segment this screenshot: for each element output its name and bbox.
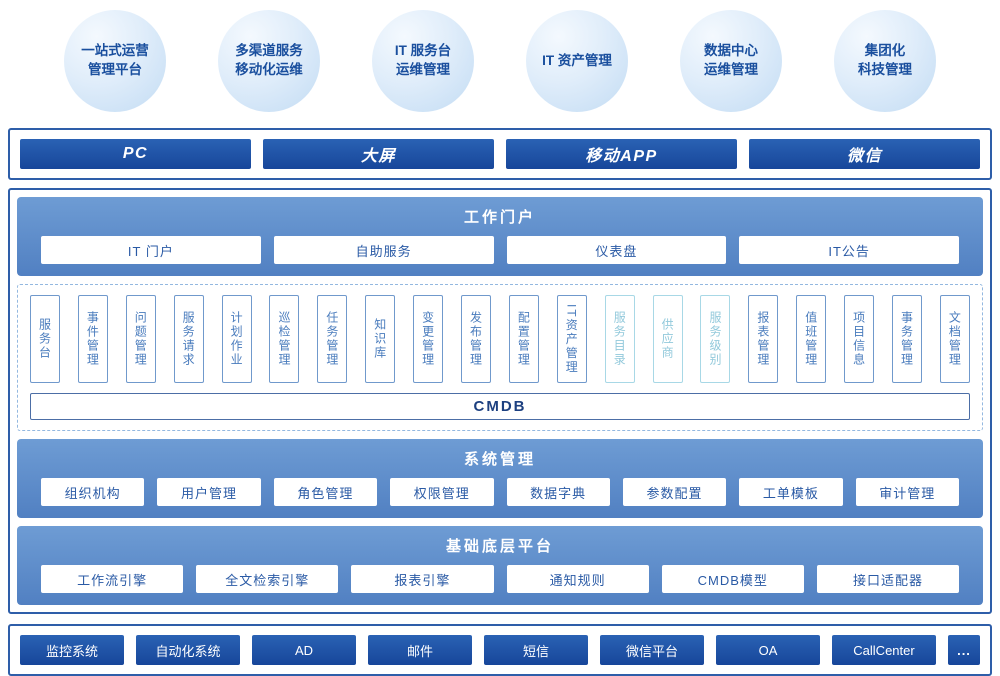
integration-oa: OA	[716, 635, 820, 665]
module-duty-mgmt: 值班管理	[796, 295, 827, 383]
plat-btn-cmdb-model: CMDB模型	[661, 565, 804, 593]
module-config-mgmt: 配置管理	[508, 295, 539, 383]
module-service-desk: 服务台	[30, 295, 60, 383]
portal-title: 工作门户	[463, 209, 536, 226]
bubble-label: 集团化科技管理	[858, 43, 912, 77]
capability-bubbles: 一站式运营管理平台 多渠道服务移动化运维 IT 服务台运维管理 IT 资产管理 …	[64, 10, 936, 112]
plat-btn-fulltext-search-engine: 全文检索引擎	[196, 565, 339, 593]
module-document-mgmt: 文档管理	[939, 295, 970, 383]
plat-btn-report-engine: 报表引擎	[351, 565, 494, 593]
integration-ad: AD	[252, 635, 356, 665]
plat-btn-notification-rules: 通知规则	[506, 565, 649, 593]
module-project-info: 项目信息	[844, 295, 875, 383]
modules-row: 服务台 事件管理 问题管理 服务请求 计划作业 巡检管理 任务管理 知识库 变更…	[30, 295, 970, 383]
platform-section: 基础底层平台 工作流引擎 全文检索引擎 报表引擎 通知规则 CMDB模型 接口适…	[17, 526, 983, 605]
module-inspection-mgmt: 巡检管理	[269, 295, 300, 383]
integration-more: ...	[948, 635, 980, 665]
portal-btn-self-service: 自助服务	[273, 236, 494, 264]
platform-buttons: 工作流引擎 全文检索引擎 报表引擎 通知规则 CMDB模型 接口适配器	[35, 565, 965, 593]
integration-callcenter: CallCenter	[832, 635, 936, 665]
module-planned-jobs: 计划作业	[221, 295, 252, 383]
integration-bar: 监控系统 自动化系统 AD 邮件 短信 微信平台 OA CallCenter .…	[8, 624, 992, 676]
module-it-asset-mgmt: IT资产管理	[556, 295, 587, 383]
module-report-mgmt: 报表管理	[748, 295, 779, 383]
bubble-label: 一站式运营管理平台	[81, 43, 149, 77]
module-change-mgmt: 变更管理	[413, 295, 444, 383]
channel-big-screen: 大屏	[263, 139, 494, 169]
system-title: 系统管理	[463, 451, 536, 468]
module-problem-mgmt: 问题管理	[125, 295, 156, 383]
module-service-request: 服务请求	[173, 295, 204, 383]
portal-btn-it-notice: IT公告	[739, 236, 959, 264]
portal-buttons: IT 门户 自助服务 仪表盘 IT公告	[35, 236, 965, 264]
module-service-catalog: 服务目录	[604, 295, 635, 383]
module-knowledge-base: 知识库	[365, 295, 396, 383]
bubble-one-stop-platform: 一站式运营管理平台	[64, 10, 166, 112]
bubble-it-asset-management: IT 资产管理	[526, 10, 628, 112]
sys-btn-data-dictionary: 数据字典	[506, 478, 610, 506]
bubble-it-service-desk-ops: IT 服务台运维管理	[372, 10, 474, 112]
integration-email: 邮件	[368, 635, 472, 665]
integration-sms: 短信	[484, 635, 588, 665]
channel-mobile-app: 移动APP	[506, 139, 737, 169]
system-section: 系统管理 组织机构 用户管理 角色管理 权限管理 数据字典 参数配置 工单模板 …	[17, 439, 983, 518]
system-buttons: 组织机构 用户管理 角色管理 权限管理 数据字典 参数配置 工单模板 审计管理	[35, 478, 965, 506]
sys-btn-permission-mgmt: 权限管理	[390, 478, 494, 506]
sys-btn-user-mgmt: 用户管理	[157, 478, 261, 506]
module-supplier: 供应商	[652, 295, 683, 383]
module-service-level: 服务级别	[700, 295, 731, 383]
portal-btn-dashboard: 仪表盘	[506, 236, 727, 264]
integration-monitoring-system: 监控系统	[20, 635, 124, 665]
module-affairs-mgmt: 事务管理	[892, 295, 923, 383]
bubble-multichannel-mobile-ops: 多渠道服务移动化运维	[218, 10, 320, 112]
channel-bar: PC 大屏 移动APP 微信	[8, 128, 992, 180]
portal-section: 工作门户 IT 门户 自助服务 仪表盘 IT公告	[17, 197, 983, 276]
sys-btn-parameter-config: 参数配置	[622, 478, 727, 506]
modules-area: 服务台 事件管理 问题管理 服务请求 计划作业 巡检管理 任务管理 知识库 变更…	[17, 284, 983, 431]
sys-btn-audit-mgmt: 审计管理	[855, 478, 959, 506]
channel-pc: PC	[20, 139, 251, 169]
module-task-mgmt: 任务管理	[317, 295, 348, 383]
cmdb-bar: CMDB	[30, 393, 970, 420]
bubble-label: IT 资产管理	[542, 52, 612, 68]
integration-automation-system: 自动化系统	[136, 635, 240, 665]
sys-btn-ticket-template: 工单模板	[739, 478, 843, 506]
plat-btn-workflow-engine: 工作流引擎	[41, 565, 184, 593]
bubble-label: 多渠道服务移动化运维	[235, 43, 303, 77]
bubble-label: IT 服务台运维管理	[394, 43, 452, 77]
platform-title: 基础底层平台	[445, 538, 554, 555]
bubble-group-tech-management: 集团化科技管理	[834, 10, 936, 112]
module-release-mgmt: 发布管理	[461, 295, 492, 383]
main-panel: 工作门户 IT 门户 自助服务 仪表盘 IT公告 服务台 事件管理 问题管理 服…	[8, 188, 992, 614]
integration-wechat-platform: 微信平台	[600, 635, 704, 665]
plat-btn-interface-adapter: 接口适配器	[816, 565, 960, 593]
channel-wechat: 微信	[749, 139, 980, 169]
bubble-datacenter-ops: 数据中心运维管理	[680, 10, 782, 112]
module-incident-mgmt: 事件管理	[77, 295, 108, 383]
portal-btn-it-portal: IT 门户	[41, 236, 261, 264]
bubble-label: 数据中心运维管理	[704, 43, 758, 77]
sys-btn-role-mgmt: 角色管理	[273, 478, 378, 506]
sys-btn-organization: 组织机构	[41, 478, 145, 506]
